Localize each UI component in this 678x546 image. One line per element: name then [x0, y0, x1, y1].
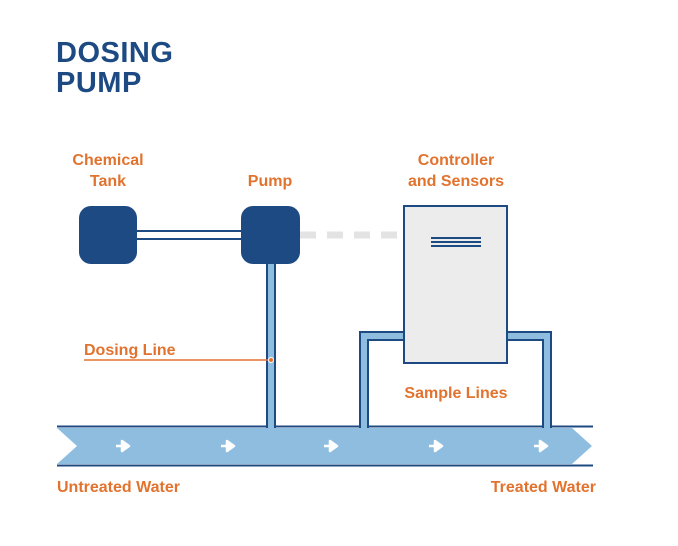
page-title: DOSING PUMP [56, 38, 173, 98]
sample-lines [359, 331, 552, 428]
title-line-2: PUMP [56, 67, 142, 99]
sample-lines-label: Sample Lines [404, 385, 508, 402]
flow-arrow-icon [324, 439, 339, 453]
untreated-water-label: Untreated Water [57, 479, 180, 496]
chemical-tank-label: Chemical Tank [72, 150, 143, 192]
controller-unit [403, 205, 508, 364]
controller-label-line-2: and Sensors [407, 173, 505, 190]
sample-line-left [359, 331, 404, 428]
tank-to-pump-link [129, 230, 249, 240]
controller-label-line-1: Controller [417, 152, 495, 169]
flow-arrow-icon [116, 439, 131, 453]
sample-line-right [506, 331, 552, 428]
chemical-tank [79, 206, 137, 264]
chemical-tank-label-line-1: Chemical [72, 152, 144, 169]
pump-label: Pump [247, 173, 293, 190]
flow-arrow-icon [221, 439, 236, 453]
dosing-line-label: Dosing Line [84, 342, 176, 359]
flow-arrow-icon [429, 439, 444, 453]
vent-lines-icon [431, 237, 481, 247]
flow-arrows [116, 439, 549, 453]
dosing-line-pipe [266, 262, 276, 428]
flow-arrow-icon [534, 439, 549, 453]
treated-water-label: Treated Water [490, 479, 596, 496]
chemical-tank-label-line-2: Tank [89, 173, 127, 190]
dosing-line-leader [84, 357, 274, 363]
controller-box [403, 205, 508, 364]
controller-label: Controller and Sensors [408, 150, 504, 192]
pump [241, 206, 300, 264]
title-line-1: DOSING [56, 37, 174, 69]
